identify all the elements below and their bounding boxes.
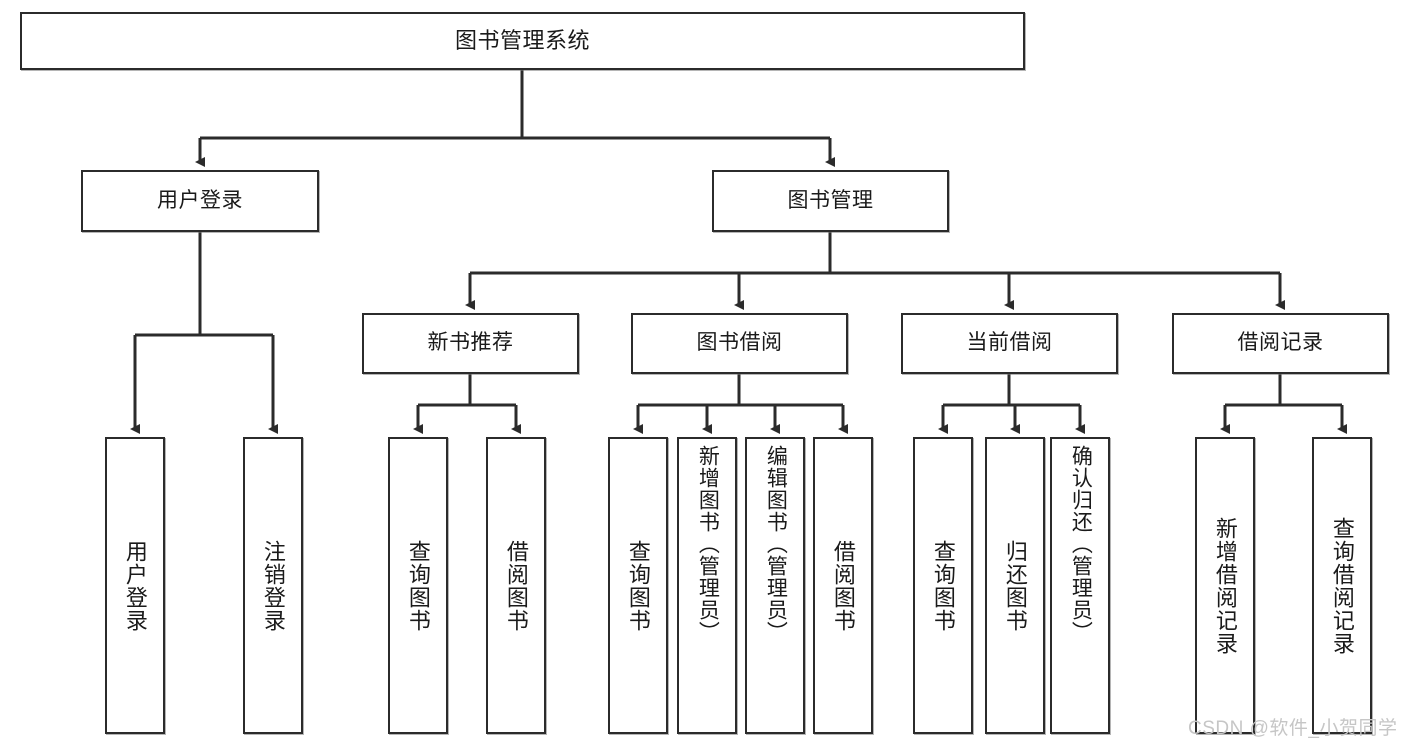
node-leaf-query-book-1[interactable]: 查询图书: [388, 437, 448, 734]
node-new-book-rec[interactable]: 新书推荐: [362, 313, 579, 374]
node-book-manage-label: 图书管理: [787, 188, 874, 212]
node-leaf-add-book[interactable]: 新增图书（管理员）: [677, 437, 737, 734]
node-leaf-borrow-book-1-label: 借阅图书: [503, 539, 529, 632]
node-borrow-record-label: 借阅记录: [1237, 331, 1324, 355]
node-leaf-borrow-book-2-label: 借阅图书: [830, 539, 856, 632]
node-leaf-query-book-1-label: 查询图书: [405, 539, 431, 632]
node-current-borrow[interactable]: 当前借阅: [901, 313, 1118, 374]
node-leaf-user-login[interactable]: 用户登录: [105, 437, 165, 734]
node-leaf-return-book-label: 归还图书: [1002, 539, 1028, 632]
node-book-borrow[interactable]: 图书借阅: [631, 313, 848, 374]
node-leaf-query-record-label: 查询借阅记录: [1329, 516, 1355, 655]
node-leaf-query-book-2[interactable]: 查询图书: [608, 437, 668, 734]
node-leaf-add-record[interactable]: 新增借阅记录: [1195, 437, 1255, 734]
node-leaf-logout-label: 注销登录: [260, 539, 286, 632]
node-leaf-borrow-book-1[interactable]: 借阅图书: [486, 437, 546, 734]
node-root-label: 图书管理系统: [454, 28, 590, 54]
node-leaf-query-book-3-label: 查询图书: [930, 539, 956, 632]
node-borrow-record[interactable]: 借阅记录: [1172, 313, 1389, 374]
node-leaf-query-book-3[interactable]: 查询图书: [913, 437, 973, 734]
node-leaf-add-record-label: 新增借阅记录: [1212, 516, 1238, 655]
node-leaf-confirm-return-label: 确认归还（管理员）: [1069, 445, 1093, 643]
node-leaf-logout[interactable]: 注销登录: [243, 437, 303, 734]
node-leaf-query-record[interactable]: 查询借阅记录: [1312, 437, 1372, 734]
node-leaf-user-login-label: 用户登录: [122, 539, 148, 632]
node-leaf-edit-book-label: 编辑图书（管理员）: [764, 445, 788, 643]
node-leaf-add-book-label: 新增图书（管理员）: [696, 445, 720, 643]
node-leaf-query-book-2-label: 查询图书: [625, 539, 651, 632]
node-book-borrow-label: 图书借阅: [696, 331, 783, 355]
node-current-borrow-label: 当前借阅: [966, 331, 1053, 355]
node-root[interactable]: 图书管理系统: [20, 12, 1025, 70]
node-book-manage[interactable]: 图书管理: [712, 170, 949, 232]
node-leaf-confirm-return[interactable]: 确认归还（管理员）: [1050, 437, 1110, 734]
node-user-login[interactable]: 用户登录: [81, 170, 319, 232]
node-new-book-rec-label: 新书推荐: [427, 331, 514, 355]
node-leaf-borrow-book-2[interactable]: 借阅图书: [813, 437, 873, 734]
node-leaf-return-book[interactable]: 归还图书: [985, 437, 1045, 734]
node-user-login-label: 用户登录: [157, 188, 243, 212]
node-leaf-edit-book[interactable]: 编辑图书（管理员）: [745, 437, 805, 734]
